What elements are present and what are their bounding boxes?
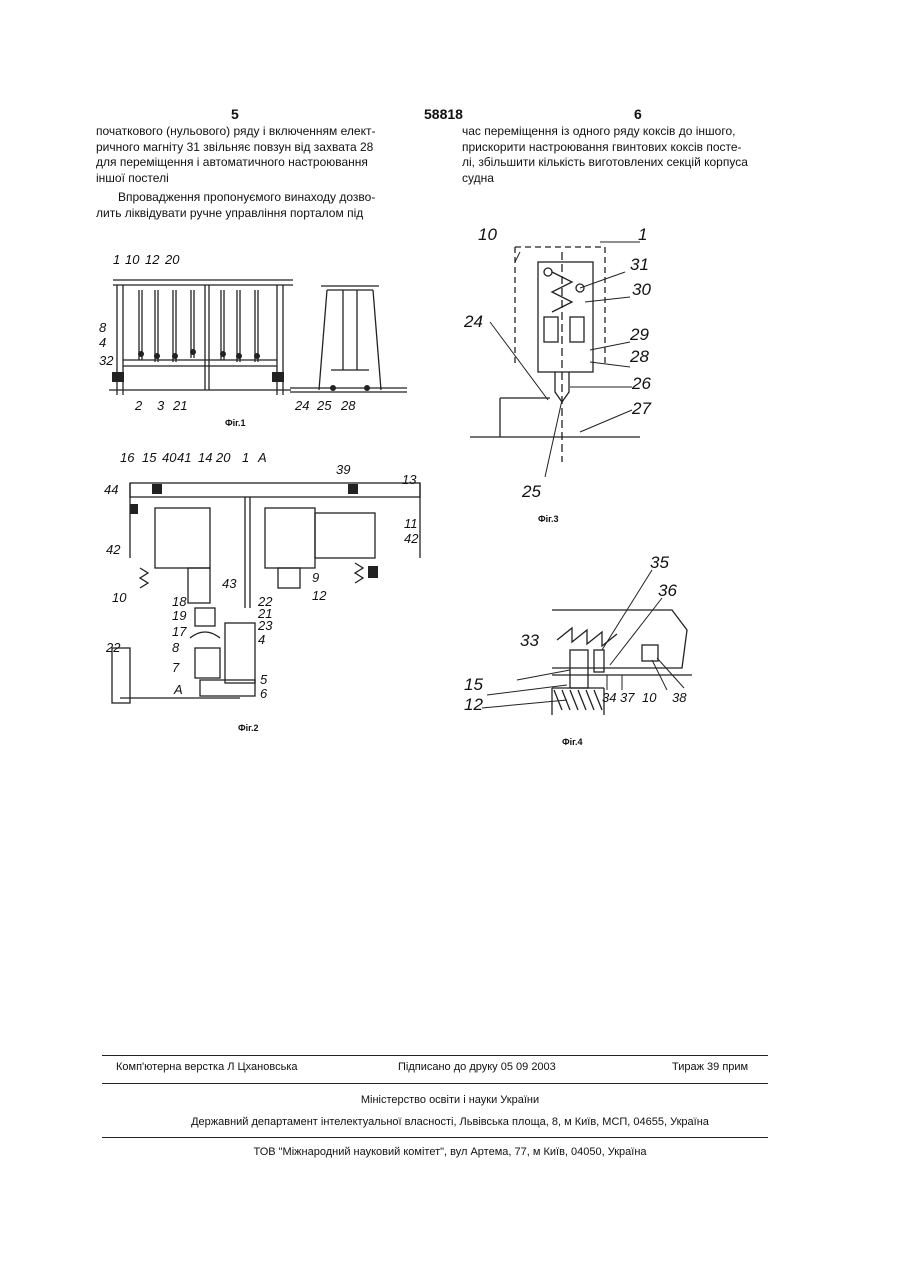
text-line: для переміщення і автоматичного настроюв… [96, 155, 426, 171]
fig2-label: 43 [222, 576, 237, 591]
text-line: ричного магніту 31 звільняє повзун від з… [96, 140, 426, 156]
fig1-label: 20 [164, 252, 180, 267]
page-number-left: 5 [231, 106, 239, 122]
fig2-label: 18 [172, 594, 187, 609]
text-line: лить ліквідувати ручне управління портал… [96, 206, 426, 222]
fig3-label: 24 [463, 312, 483, 331]
fig2-label: 22 [105, 640, 121, 655]
fig2-label: A [173, 682, 183, 697]
fig2-label: 42 [106, 542, 121, 557]
fig4-label: 37 [620, 690, 635, 705]
figure-1-drawing: 1 10 12 20 8 4 32 2 3 21 24 25 28 Фіг.1 [95, 250, 415, 430]
fig4-label: 35 [650, 553, 669, 572]
page-number-right: 6 [634, 106, 642, 122]
text-line: початкового (нульового) ряду і включення… [96, 124, 426, 140]
fig4-label: 15 [464, 675, 483, 694]
fig1-label: 25 [316, 398, 332, 413]
fig2-label: 40 [162, 450, 177, 465]
fig1-label: 8 [99, 320, 107, 335]
footer-divider [102, 1083, 768, 1084]
footer-publisher: ТОВ "Міжнародний науковий комітет", вул … [0, 1146, 900, 1158]
fig3-label: 25 [521, 482, 541, 501]
fig1-label: 10 [125, 252, 140, 267]
fig3-label: 27 [631, 399, 651, 418]
fig2-label: 17 [172, 624, 187, 639]
fig1-label: 12 [145, 252, 160, 267]
fig1-label: 28 [340, 398, 356, 413]
fig1-label: 2 [134, 398, 143, 413]
fig1-label: 21 [172, 398, 187, 413]
fig2-label: 4 [258, 632, 265, 647]
fig4-label: 10 [642, 690, 657, 705]
right-column-text: час переміщення із одного ряду коксів до… [462, 124, 792, 186]
fig2-label: 23 [257, 618, 273, 633]
fig2-label: 12 [312, 588, 327, 603]
text-line: Впровадження пропонуємого винаходу дозво… [96, 190, 426, 206]
fig2-label: 20 [215, 450, 231, 465]
fig3-label: 28 [629, 347, 649, 366]
footer-department: Державний департамент інтелектуальної вл… [0, 1116, 900, 1128]
figure-4-caption: Фіг.4 [562, 737, 583, 747]
left-column-text: початкового (нульового) ряду і включення… [96, 124, 426, 221]
fig2-label: A [257, 450, 267, 465]
fig1-label: 1 [113, 252, 120, 267]
figure-3-caption: Фіг.3 [538, 514, 559, 524]
fig2-label: 14 [198, 450, 212, 465]
fig2-label: 41 [177, 450, 191, 465]
fig2-label: 9 [312, 570, 319, 585]
fig2-label: 8 [172, 640, 180, 655]
fig2-label: 16 [120, 450, 135, 465]
fig2-label: 10 [112, 590, 127, 605]
fig2-label: 42 [404, 531, 419, 546]
fig4-label: 38 [672, 690, 687, 705]
fig3-label: 30 [632, 280, 651, 299]
figure-2-drawing: 16 15 40 41 14 20 1 A 39 13 44 42 10 11 … [100, 448, 430, 738]
text-line: судна [462, 171, 792, 187]
fig3-label: 31 [630, 255, 649, 274]
fig3-label: 10 [478, 225, 497, 244]
text-line: лі, збільшити кількість виготовлених сек… [462, 155, 792, 171]
fig4-label: 36 [658, 581, 677, 600]
text-line: іншої постелі [96, 171, 426, 187]
footer-divider [102, 1137, 768, 1138]
footer-divider [102, 1055, 768, 1056]
footer-ministry: Міністерство освіти і науки України [0, 1094, 900, 1106]
fig2-label: 6 [260, 686, 268, 701]
fig1-label: 4 [99, 335, 106, 350]
footer-signed: Підписано до друку 05 09 2003 [398, 1061, 556, 1073]
figure-1-caption: Фіг.1 [225, 418, 246, 428]
fig2-label: 11 [404, 516, 418, 531]
fig4-label: 12 [464, 695, 483, 714]
fig4-label: 33 [520, 631, 539, 650]
fig1-label: 32 [99, 353, 114, 368]
fig2-label: 15 [142, 450, 157, 465]
figure-4-drawing: 35 36 33 15 12 34 37 10 38 Фіг.4 [462, 550, 692, 750]
footer-typesetting: Комп'ютерна верстка Л Цхановська [116, 1061, 298, 1073]
text-line: час переміщення із одного ряду коксів до… [462, 124, 792, 140]
figure-3-drawing: 10 1 31 30 24 29 28 26 27 25 Фіг.3 [460, 222, 680, 527]
fig2-label: 7 [172, 660, 180, 675]
fig2-label: 19 [172, 608, 186, 623]
fig2-label: 39 [336, 462, 350, 477]
fig2-label: 5 [260, 672, 268, 687]
footer-circulation: Тираж 39 прим [672, 1061, 748, 1073]
text-line: прискорити настроювання гвинтових коксів… [462, 140, 792, 156]
patent-number: 58818 [424, 106, 463, 122]
figure-2-caption: Фіг.2 [238, 723, 259, 733]
fig2-label: 44 [104, 482, 118, 497]
fig1-label: 24 [294, 398, 309, 413]
fig1-label: 3 [157, 398, 165, 413]
fig3-label: 29 [629, 325, 649, 344]
fig3-label: 1 [638, 225, 647, 244]
fig2-label: 1 [242, 450, 249, 465]
fig2-label: 13 [402, 472, 417, 487]
fig3-label: 26 [631, 374, 651, 393]
fig4-label: 34 [602, 690, 616, 705]
